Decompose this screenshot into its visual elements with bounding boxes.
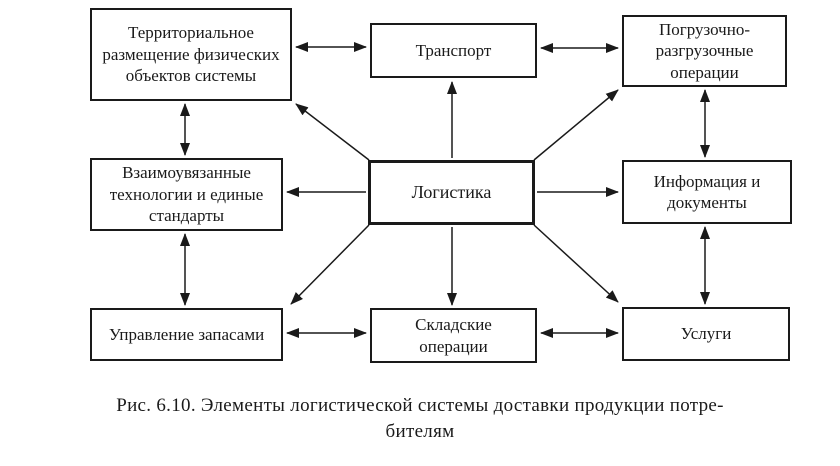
arrow-logistics-loading bbox=[533, 89, 619, 161]
arrow-logistics-inventory bbox=[290, 224, 370, 305]
figure-caption-line1: Рис. 6.10. Элементы логистической систем… bbox=[116, 395, 724, 416]
node-transport: Транспорт bbox=[370, 23, 537, 78]
figure-caption: Рис. 6.10. Элементы логистической систем… bbox=[0, 393, 840, 444]
node-territorial-placement: Территориальное размещение физических об… bbox=[90, 8, 292, 101]
node-logistics-center-label: Логистика bbox=[411, 182, 492, 203]
node-warehouse-operations-label: Складские операции bbox=[415, 315, 492, 356]
node-information-documents-label: Информация и документы bbox=[653, 171, 761, 212]
node-inventory-management-label: Управление запасами bbox=[108, 324, 265, 344]
node-loading-unloading-label: Погрузочно-разгрузочные операции bbox=[655, 19, 754, 82]
arrow-logistics-territorial bbox=[295, 103, 370, 161]
arrow-logistics-services bbox=[533, 224, 619, 303]
node-loading-unloading: Погрузочно-разгрузочные операции bbox=[622, 15, 787, 87]
node-information-documents: Информация и документы bbox=[622, 160, 792, 224]
node-warehouse-operations: Складские операции bbox=[370, 308, 537, 363]
node-technologies-standards: Взаимоувязанные технологии и единые стан… bbox=[90, 158, 283, 231]
node-inventory-management: Управление запасами bbox=[90, 308, 283, 361]
node-technologies-standards-label: Взаимоувязанные технологии и единые стан… bbox=[109, 163, 264, 226]
figure-caption-line2: бителям bbox=[385, 420, 455, 442]
node-services-label: Услуги bbox=[680, 324, 732, 344]
node-logistics-center: Логистика bbox=[368, 160, 535, 225]
node-services: Услуги bbox=[622, 307, 790, 361]
node-transport-label: Транспорт bbox=[415, 40, 492, 60]
node-territorial-placement-label: Территориальное размещение физических об… bbox=[102, 23, 280, 86]
